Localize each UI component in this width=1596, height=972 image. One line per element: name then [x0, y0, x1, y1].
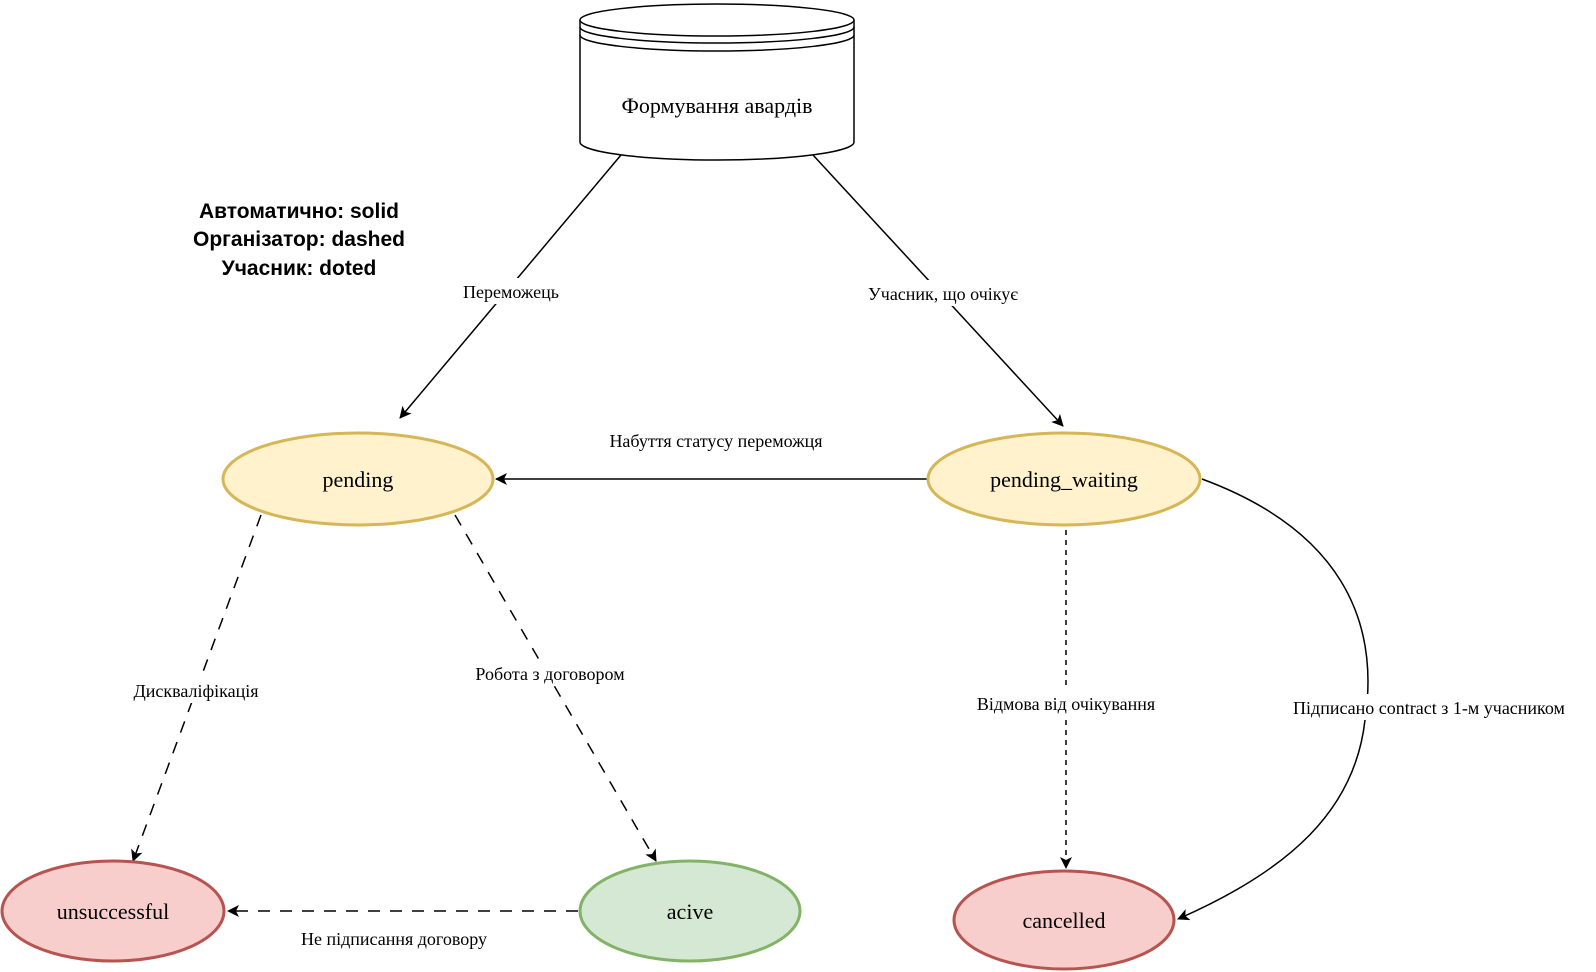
node-active-label: acive [667, 899, 713, 924]
edge-label-disqualification: Дискваліфікація [133, 681, 258, 701]
node-cancelled-label: cancelled [1022, 908, 1105, 933]
edge-active-to-unsuccessful: Не підписання договору [227, 905, 578, 949]
node-pending[interactable]: pending [221, 431, 495, 527]
edge-label-contract-work: Робота з договором [475, 664, 624, 684]
node-pending-label: pending [323, 467, 394, 492]
edge-label-refusal: Відмова від очікування [977, 694, 1155, 714]
node-pending-waiting[interactable]: pending_waiting [926, 431, 1202, 527]
node-unsuccessful-label: unsuccessful [57, 899, 169, 924]
node-award-formation[interactable]: Формування авардів [579, 3, 855, 161]
edge-source-to-pending: Переможець [399, 154, 622, 419]
legend-dashed: Організатор: dashed [193, 228, 405, 251]
edge-pending-to-active: Робота з договором [454, 514, 657, 862]
edge-pending-waiting-to-cancelled-solid: Підписано contract з 1-м учасником [1177, 478, 1596, 921]
edge-source-to-pending-waiting: Учасник, що очікує [812, 154, 1064, 427]
legend-solid: Автоматично: solid [199, 200, 399, 223]
legend: Автоматично: solid Організатор: dashed У… [193, 200, 405, 280]
edge-label-winner: Переможець [463, 282, 559, 302]
legend-dotted: Учасник: doted [222, 257, 377, 280]
node-cancelled[interactable]: cancelled [952, 869, 1176, 971]
edge-label-contract-not-signed: Не підписання договору [301, 929, 487, 949]
node-unsuccessful[interactable]: unsuccessful [0, 859, 226, 963]
node-pending-waiting-label: pending_waiting [990, 467, 1138, 492]
node-active[interactable]: acive [578, 859, 802, 963]
edge-pending-to-unsuccessful: Дискваліфікація [118, 514, 274, 862]
edge-label-winner-status: Набуття статусу переможця [609, 431, 822, 451]
edge-label-waiting-participant: Учасник, що очікує [868, 284, 1018, 304]
edge-label-contract-signed: Підписано contract з 1-м учасником [1293, 698, 1565, 718]
node-award-formation-label: Формування авардів [621, 93, 812, 118]
edge-pending-waiting-to-pending: Набуття статусу переможця [495, 431, 928, 485]
edge-pending-waiting-to-cancelled-dotted: Відмова від очікування [952, 530, 1182, 869]
